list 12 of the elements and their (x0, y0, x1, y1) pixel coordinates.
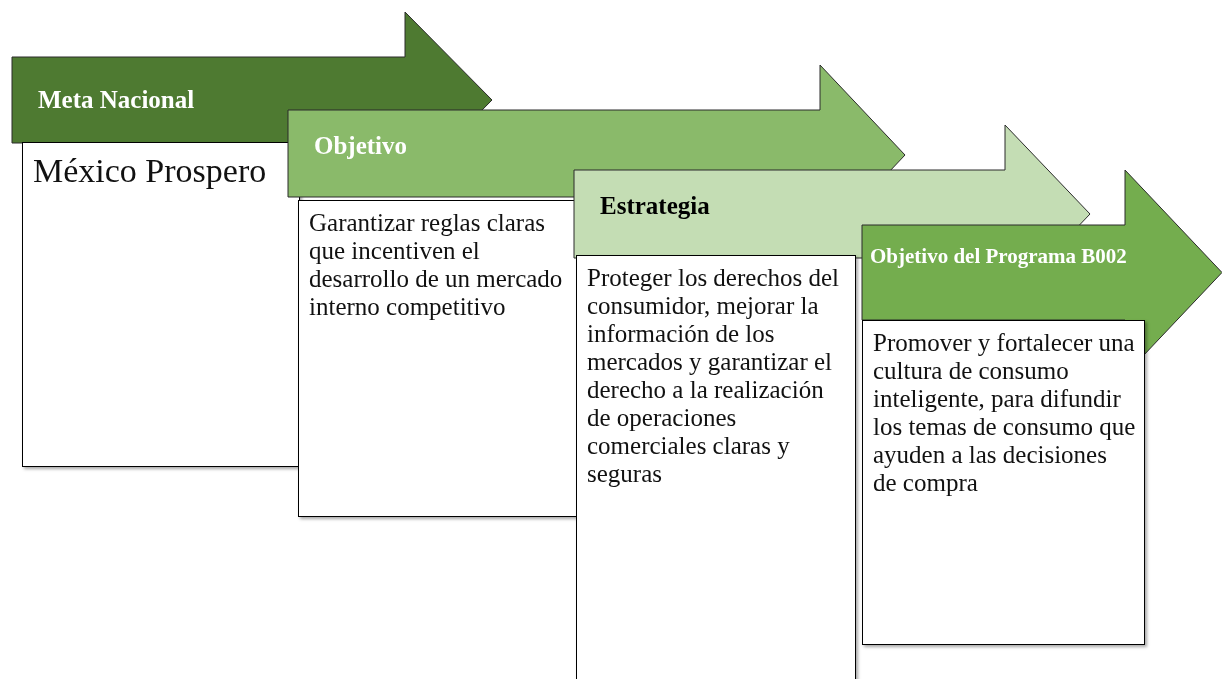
banner-heading: Objetivo (314, 133, 409, 159)
text-box (576, 255, 856, 679)
body-text: Promover y fortalecer una cultura de consumo inteligente, para difundir los temas de consumo que ayuden a las decisiones de compra (873, 329, 1136, 497)
body-text: Garantizar reglas claras que incentiven el desarrollo de un mercado interno competitivo (309, 209, 564, 321)
text-box (298, 200, 578, 517)
body-text: Proteger los derechos del consumidor, mejorar la información de los mercados y garantizar el derecho a la realización de operaciones comerciales claras y seguras (587, 264, 840, 488)
banner-heading: Objetivo del Programa B002 (870, 244, 1128, 268)
banner-heading: Estrategia (600, 193, 711, 219)
body-text: México Prospero (33, 151, 268, 191)
banner-heading: Meta Nacional (38, 87, 196, 113)
text-box (22, 142, 300, 467)
text-box (862, 320, 1145, 645)
